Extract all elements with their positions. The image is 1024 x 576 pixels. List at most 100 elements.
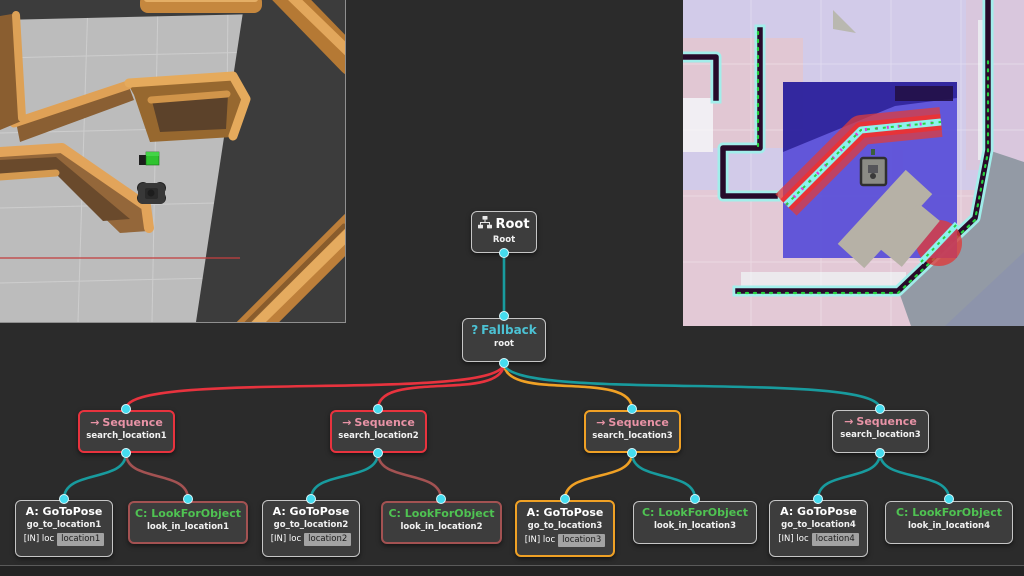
bt-node-gotopose-2[interactable]: A: GoToPose go_to_location2 [IN] loc loc… [262, 500, 360, 557]
bt-node-type-label: A: GoToPose [272, 505, 350, 518]
bt-node-type-label: C: LookForObject [895, 506, 1003, 519]
arrow-icon: → [844, 415, 854, 428]
tree-panel-bottom-strip [0, 566, 1024, 576]
bt-node-type-label: Fallback [481, 323, 537, 337]
bt-node-lookforobject-2[interactable]: C: LookForObject look_in_location2 [381, 501, 502, 544]
bt-node-title-row: → Sequence [335, 416, 422, 430]
bt-node-title-row: C: LookForObject [386, 507, 497, 521]
port-direction-label: [IN] loc [23, 534, 55, 545]
port [121, 448, 131, 458]
edge-seq3-look3 [630, 452, 697, 500]
bt-node-instance-name: search_location1 [86, 430, 167, 441]
port [813, 494, 823, 504]
bt-node-title-row: Root [475, 216, 533, 234]
port [944, 494, 954, 504]
port [499, 311, 509, 321]
port-value-field[interactable]: location2 [304, 533, 352, 546]
port-value-field[interactable]: location3 [558, 534, 606, 547]
edge-seq3-goto3 [563, 452, 634, 500]
arrow-icon: → [596, 416, 606, 429]
port [627, 448, 637, 458]
bt-node-instance-name: look_in_location1 [146, 521, 230, 532]
bt-node-instance-name: go_to_location4 [781, 519, 856, 530]
port-direction-label: [IN] loc [778, 534, 809, 545]
edge-seq1-goto1 [62, 452, 128, 500]
bt-node-instance-name: look_in_location2 [400, 521, 483, 532]
bt-node-type-label: A: GoToPose [526, 506, 604, 519]
bt-node-instance-name: go_to_location1 [26, 519, 102, 530]
bt-node-port-row: [IN] loc location3 [520, 534, 610, 547]
bt-node-type-label: C: LookForObject [388, 507, 495, 520]
simulation-viewport[interactable] [0, 0, 346, 323]
bt-node-title-row: → Sequence [83, 416, 170, 430]
edge-seq2-look2 [376, 452, 443, 500]
port [183, 494, 193, 504]
bt-node-title-row: C: LookForObject [133, 507, 243, 521]
edge-seq2-goto2 [309, 452, 380, 500]
bt-node-gotopose-4[interactable]: A: GoToPose go_to_location4 [IN] loc loc… [769, 500, 868, 557]
edge-seq4-goto4 [816, 452, 882, 500]
arrow-icon: → [342, 416, 352, 429]
bt-node-title-row: C: LookForObject [889, 506, 1009, 520]
tree-panel-bottom-border [0, 565, 1024, 566]
bt-node-instance-name: go_to_location2 [273, 519, 349, 530]
bt-node-lookforobject-1[interactable]: C: LookForObject look_in_location1 [128, 501, 248, 544]
target-cube [139, 151, 160, 166]
bt-node-type-label: Sequence [608, 416, 669, 429]
bt-node-port-row: [IN] loc location4 [773, 533, 864, 546]
port [373, 448, 383, 458]
bt-node-instance-name: look_in_location3 [653, 520, 737, 531]
bt-node-type-label: Sequence [102, 416, 163, 429]
bt-node-fallback[interactable]: ? Fallback root [462, 318, 546, 362]
bt-node-title-row: → Sequence [589, 416, 676, 430]
bt-node-type-label: A: GoToPose [25, 505, 103, 518]
port [875, 448, 885, 458]
bt-node-lookforobject-4[interactable]: C: LookForObject look_in_location4 [885, 501, 1013, 544]
port [627, 404, 637, 414]
bt-node-instance-name: Root [492, 235, 516, 246]
port [499, 358, 509, 368]
bt-node-type-label: C: LookForObject [134, 507, 242, 520]
port [373, 404, 383, 414]
laser-scan-points [736, 30, 990, 295]
bt-node-instance-name: go_to_location3 [527, 520, 603, 531]
robot [137, 182, 166, 204]
bt-node-title-row: C: LookForObject [637, 506, 753, 520]
fallback-icon: ? [471, 323, 479, 337]
bt-node-type-label: Sequence [856, 415, 917, 428]
bt-node-instance-name: search_location3 [840, 429, 921, 440]
bt-node-root[interactable]: Root Root [471, 211, 537, 253]
port [690, 494, 700, 504]
bt-node-gotopose-1[interactable]: A: GoToPose go_to_location1 [IN] loc loc… [15, 500, 113, 557]
bt-node-lookforobject-3[interactable]: C: LookForObject look_in_location3 [633, 501, 757, 544]
robot-pose-marker [859, 149, 888, 187]
map-walls [683, 0, 994, 297]
edge-fallback-seq3 [502, 362, 634, 410]
subtree-icon [478, 216, 493, 234]
bt-node-type-label: C: LookForObject [641, 506, 749, 519]
port [436, 494, 446, 504]
bt-node-title-row: A: GoToPose [520, 506, 610, 520]
bt-node-sequence-3[interactable]: → Sequence search_location3 [584, 410, 681, 453]
bt-node-port-row: [IN] loc location1 [19, 533, 109, 546]
port [875, 404, 885, 414]
bt-node-gotopose-3[interactable]: A: GoToPose go_to_location3 [IN] loc loc… [515, 500, 615, 557]
arrow-icon: → [90, 416, 100, 429]
bt-node-sequence-2[interactable]: → Sequence search_location2 [330, 410, 427, 453]
bt-node-title-row: A: GoToPose [19, 505, 109, 519]
bt-node-type-label: Sequence [354, 416, 415, 429]
bt-node-title-row: → Sequence [836, 415, 925, 429]
port [560, 494, 570, 504]
port-value-field[interactable]: location4 [811, 533, 859, 546]
bt-node-instance-name: root [494, 339, 514, 349]
bt-node-sequence-1[interactable]: → Sequence search_location1 [78, 410, 175, 453]
wooden-walls [0, 0, 345, 322]
edge-seq1-look1 [124, 452, 190, 500]
bt-node-title-row: A: GoToPose [266, 505, 356, 519]
port [121, 404, 131, 414]
port-value-field[interactable]: location1 [57, 533, 105, 546]
costmap-viewport[interactable] [683, 0, 1024, 326]
bt-node-sequence-4[interactable]: → Sequence search_location3 [832, 410, 929, 453]
port [306, 494, 316, 504]
edge-fallback-seq4 [502, 362, 882, 410]
